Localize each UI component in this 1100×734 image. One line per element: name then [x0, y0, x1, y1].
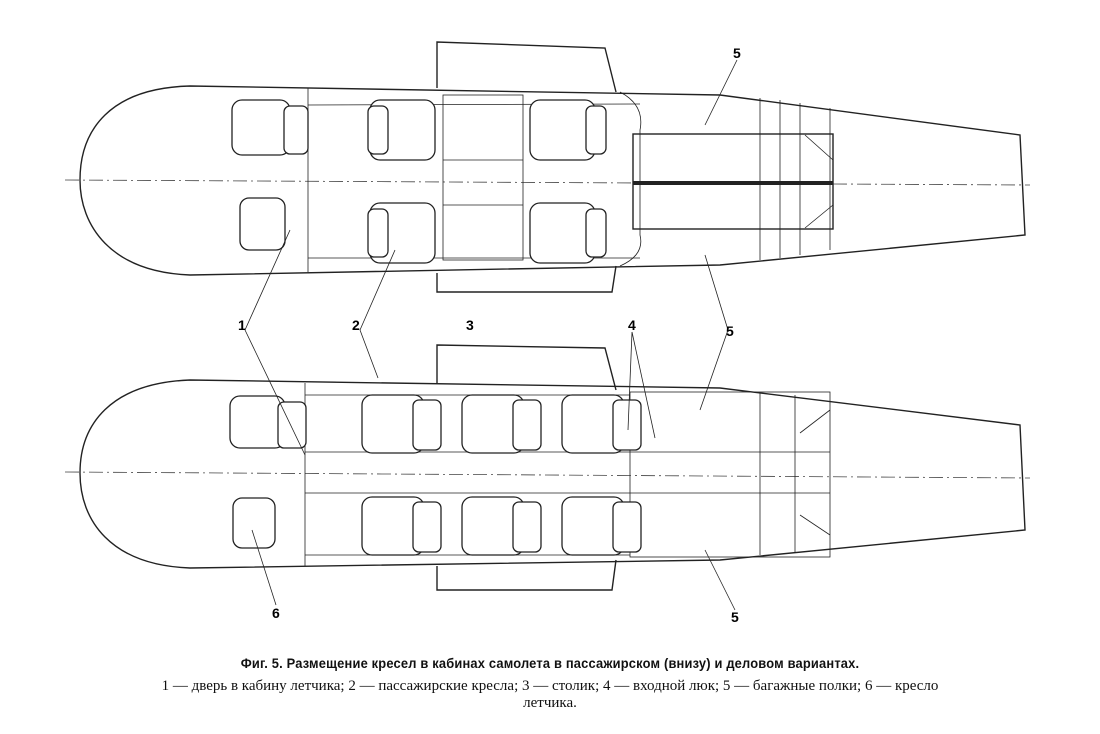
- callout-5-top: 5: [733, 45, 741, 61]
- figure-caption-legend: 1 — дверь в кабину летчика; 2 — пассажир…: [40, 678, 1060, 712]
- fuselage-business-variant: [64, 41, 1031, 293]
- callout-4: 4: [628, 317, 636, 333]
- callout-5-bottom: 5: [731, 609, 739, 625]
- cabin-layout-drawing: 5 1 2 3 4 5 5 6: [64, 41, 1031, 625]
- figure-caption-title: Фиг. 5. Размещение кресел в кабинах само…: [240, 655, 860, 671]
- legend-line-1: 1 — дверь в кабину летчика; 2 — пассажир…: [161, 678, 939, 694]
- callout-5-mid: 5: [726, 323, 734, 339]
- legend-line-2: летчика.: [523, 695, 577, 711]
- callout-6: 6: [272, 605, 280, 621]
- callout-leaders: [244, 59, 738, 611]
- callout-3: 3: [466, 317, 474, 333]
- callout-2: 2: [352, 317, 360, 333]
- callout-1: 1: [238, 317, 246, 333]
- fuselage-passenger-variant: [64, 344, 1031, 591]
